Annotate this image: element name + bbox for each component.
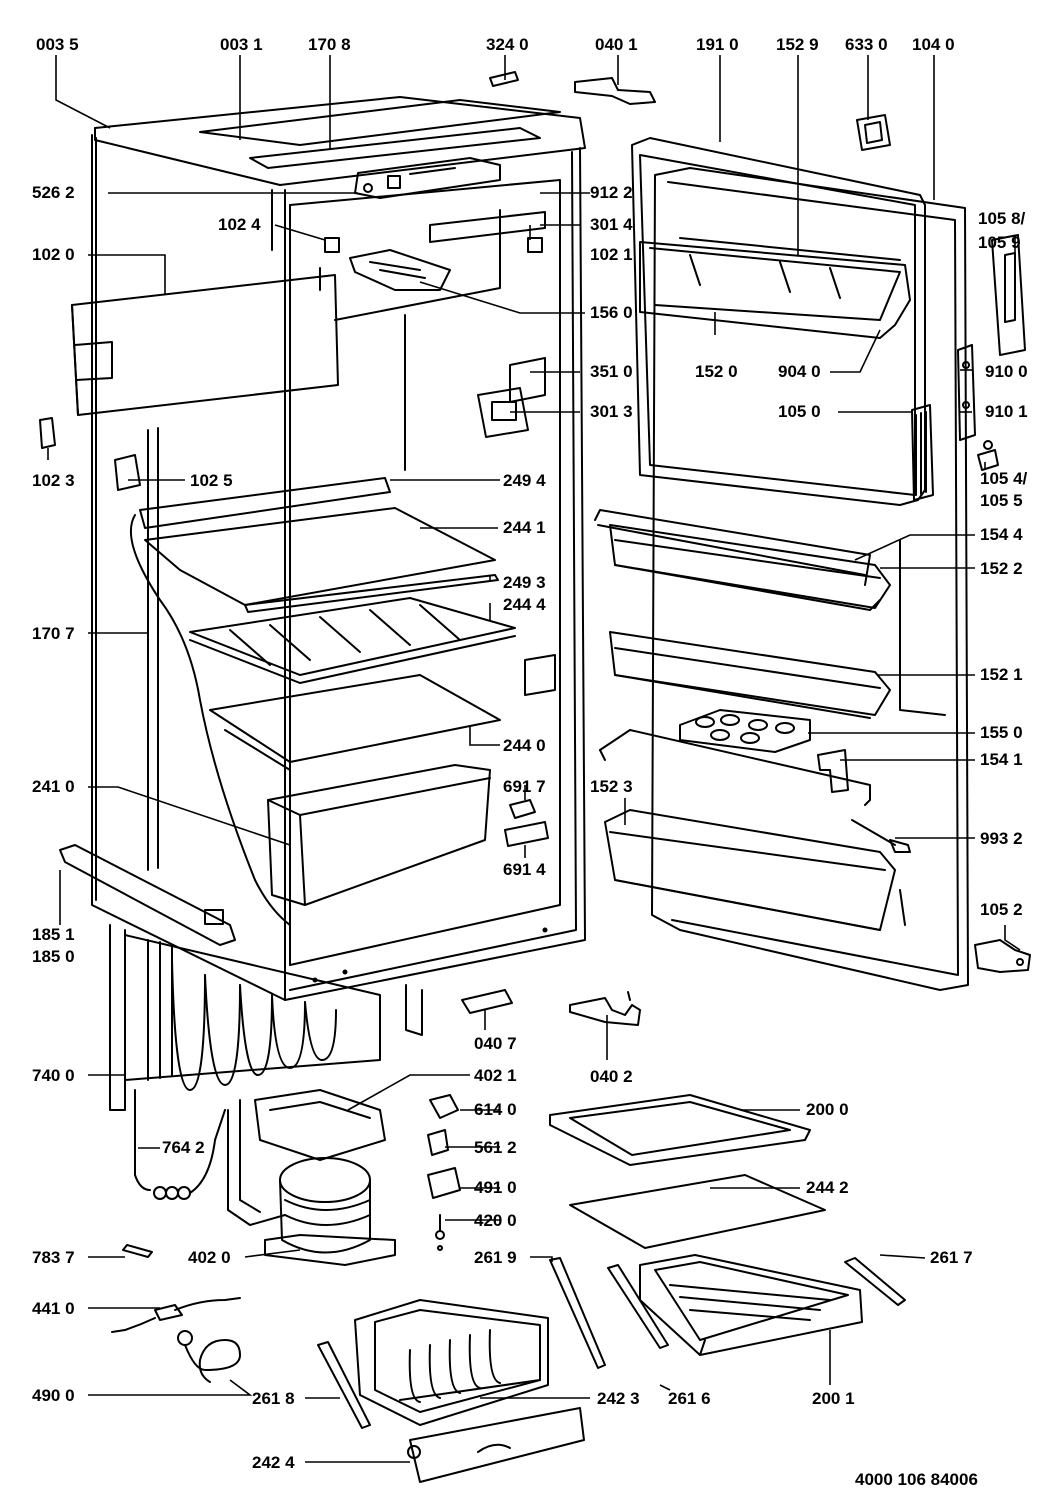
leader-lines xyxy=(47,55,1021,1463)
label-764-2: 764 2 xyxy=(162,1138,205,1157)
lower-parts xyxy=(317,1094,906,1483)
label-170-8: 170 8 xyxy=(308,35,351,54)
label-155-0: 155 0 xyxy=(980,723,1023,742)
label-351-0: 351 0 xyxy=(590,362,633,381)
label-244-0: 244 0 xyxy=(503,736,546,755)
label-154-1: 154 1 xyxy=(980,750,1023,769)
label-993-2: 993 2 xyxy=(980,829,1023,848)
label-040-7: 040 7 xyxy=(474,1034,517,1053)
label-200-0: 200 0 xyxy=(806,1100,849,1119)
label-491-0: 491 0 xyxy=(474,1178,517,1197)
label-105-9: 105 9 xyxy=(978,233,1021,252)
label-242-3: 242 3 xyxy=(597,1389,640,1408)
label-691-7: 691 7 xyxy=(503,777,546,796)
label-105-4: 105 4/ xyxy=(980,469,1028,488)
label-154-4: 154 4 xyxy=(980,525,1023,544)
drawing-number: 4000 106 84006 xyxy=(855,1470,978,1489)
label-242-4: 242 4 xyxy=(252,1453,295,1472)
label-633-0: 633 0 xyxy=(845,35,888,54)
label-912-2: 912 2 xyxy=(590,183,633,202)
label-261-9: 261 9 xyxy=(474,1248,517,1267)
label-904-0: 904 0 xyxy=(778,362,821,381)
label-170-7: 170 7 xyxy=(32,624,75,643)
label-191-0: 191 0 xyxy=(696,35,739,54)
label-420-0: 420 0 xyxy=(474,1211,517,1230)
label-441-0: 441 0 xyxy=(32,1299,75,1318)
label-910-1: 910 1 xyxy=(985,402,1028,421)
label-244-4: 244 4 xyxy=(503,595,546,614)
label-249-4: 249 4 xyxy=(503,471,546,490)
label-105-0: 105 0 xyxy=(778,402,821,421)
label-040-1: 040 1 xyxy=(595,35,638,54)
label-244-1: 244 1 xyxy=(503,518,546,537)
label-102-5: 102 5 xyxy=(190,471,233,490)
label-614-0: 614 0 xyxy=(474,1100,517,1119)
label-490-0: 490 0 xyxy=(32,1386,75,1405)
label-102-3: 102 3 xyxy=(32,471,75,490)
label-261-7: 261 7 xyxy=(930,1248,973,1267)
label-261-8: 261 8 xyxy=(252,1389,295,1408)
condenser xyxy=(109,924,423,1200)
label-003-5: 003 5 xyxy=(36,35,79,54)
label-105-5: 105 5 xyxy=(980,491,1023,510)
label-152-2: 152 2 xyxy=(980,559,1023,578)
label-241-0: 241 0 xyxy=(32,777,75,796)
label-102-0: 102 0 xyxy=(32,245,75,264)
label-691-4: 691 4 xyxy=(503,860,546,879)
label-402-0: 402 0 xyxy=(188,1248,231,1267)
label-910-0: 910 0 xyxy=(985,362,1028,381)
label-152-0: 152 0 xyxy=(695,362,738,381)
label-152-9: 152 9 xyxy=(776,35,819,54)
label-185-1: 185 1 xyxy=(32,925,75,944)
label-102-1: 102 1 xyxy=(590,245,633,264)
label-561-2: 561 2 xyxy=(474,1138,517,1157)
label-185-0: 185 0 xyxy=(32,947,75,966)
label-301-3: 301 3 xyxy=(590,402,633,421)
label-200-1: 200 1 xyxy=(812,1389,855,1408)
label-152-1: 152 1 xyxy=(980,665,1023,684)
compressor xyxy=(227,1089,461,1266)
label-156-0: 156 0 xyxy=(590,303,633,322)
label-003-1: 003 1 xyxy=(220,35,263,54)
label-244-2: 244 2 xyxy=(806,1178,849,1197)
label-105-8: 105 8/ xyxy=(978,209,1026,228)
label-261-6: 261 6 xyxy=(668,1389,711,1408)
label-301-4: 301 4 xyxy=(590,215,633,234)
cabinet xyxy=(39,96,586,1001)
label-152-3: 152 3 xyxy=(590,777,633,796)
label-324-0: 324 0 xyxy=(486,35,529,54)
label-105-2: 105 2 xyxy=(980,900,1023,919)
label-783-7: 783 7 xyxy=(32,1248,75,1267)
door xyxy=(594,114,1031,991)
label-249-3: 249 3 xyxy=(503,573,546,592)
label-402-1: 402 1 xyxy=(474,1066,517,1085)
label-740-0: 740 0 xyxy=(32,1066,75,1085)
label-040-2: 040 2 xyxy=(590,1067,633,1086)
label-102-4: 102 4 xyxy=(218,215,261,234)
label-104-0: 104 0 xyxy=(912,35,955,54)
label-526-2: 526 2 xyxy=(32,183,75,202)
